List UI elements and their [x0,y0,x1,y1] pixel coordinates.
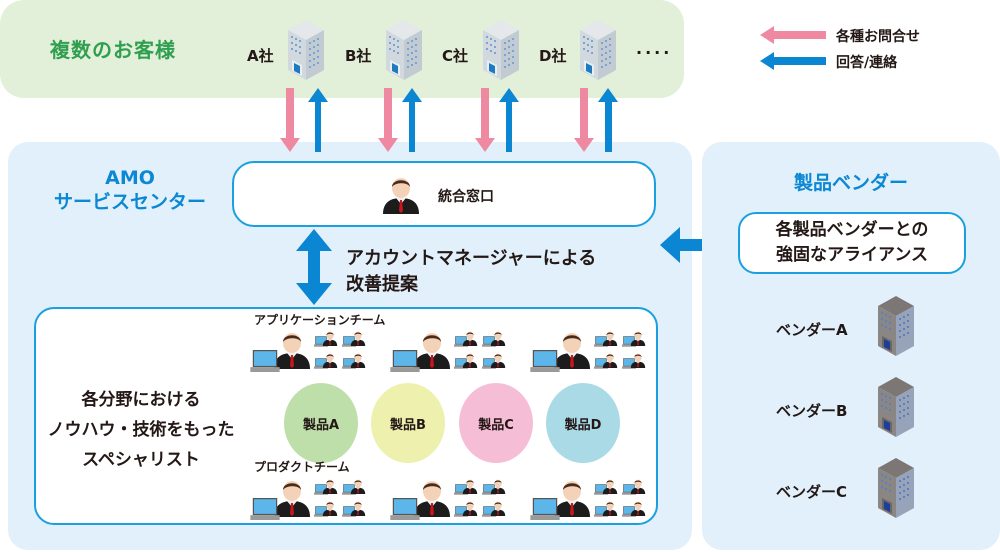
vendors-panel [702,142,1000,550]
vendor-building-icon [876,293,916,359]
company-label-d: D社 [539,47,567,65]
inquiry-arrow-icon [760,26,826,44]
alliance-line1: 各製品ベンダーとの [775,220,929,240]
product-label: 製品B [390,417,426,433]
response-arrow-icon [402,88,422,152]
team-member-group-icon [250,479,366,520]
customer-communication-arrows [280,88,618,152]
alliance-line2: 強固なアライアンス [776,245,928,265]
product-team-label: プロダクトチーム [254,460,350,474]
service-center-title: AMO サービスセンター [30,166,230,214]
unified-window-box [232,161,656,227]
unified-window-label: 統合窓口 [438,189,494,205]
service-center-title-line1: AMO [105,167,155,189]
team-member-group-icon [530,331,646,372]
response-arrow-icon [308,88,328,152]
legend-inquiry-label: 各種お問合せ [836,29,920,45]
vendor-label-a: ベンダーA [776,321,848,339]
customer-building-icon [481,17,521,83]
response-arrow-icon [499,88,519,152]
company-label-c: C社 [442,47,469,65]
alliance-box: 各製品ベンダーとの 強固なアライアンス [738,212,966,274]
vendor-building-icon [876,455,916,521]
customer-building-icon [578,17,618,83]
product-circle-a: 製品A [284,383,358,463]
company-label-b: B社 [345,47,372,65]
vendor-label-c: ベンダーC [776,483,848,501]
legend-arrows [760,26,826,70]
customer-building-icon [384,17,424,83]
response-arrow-icon [598,88,618,152]
specialist-line1: 各分野における [81,390,201,410]
legend-response-label: 回答/連絡 [836,55,898,71]
application-team-label: アプリケーションチーム [254,313,386,327]
team-member-group-icon [390,479,506,520]
specialist-line2: ノウハウ・技術をもった [47,420,235,440]
operator-headset-icon [381,172,421,216]
customers-title: 複数のお客様 [50,38,176,62]
team-member-group-icon [390,331,506,372]
service-center-title-line2: サービスセンター [53,191,206,213]
customers-panel [0,0,684,98]
inquiry-arrow-icon [378,88,398,152]
product-circle-b: 製品B [371,383,445,463]
customer-building-icon [286,17,326,83]
vendor-label-b: ベンダーB [776,402,848,420]
specialist-line3: スペシャリスト [82,450,200,470]
product-label: 製品A [302,417,340,433]
vendors-title: 製品ベンダー [793,172,908,194]
product-label: 製品C [478,417,514,433]
more-companies-ellipsis: ···· [636,43,673,62]
inquiry-arrow-icon [574,88,594,152]
account-manager-text: アカウントマネージャーによる 改善提案 [346,246,596,298]
product-circle-d: 製品D [546,383,620,463]
inquiry-arrow-icon [475,88,495,152]
vendor-building-icon [876,374,916,440]
product-circle-c: 製品C [459,383,533,463]
account-manager-line2: 改善提案 [346,274,418,295]
bidirectional-vertical-arrow-icon [296,229,332,305]
inquiry-arrow-icon [280,88,300,152]
team-member-group-icon [250,331,366,372]
account-manager-line1: アカウントマネージャーによる [346,248,597,269]
team-member-group-icon [530,479,646,520]
response-arrow-icon [760,52,826,70]
product-label: 製品D [564,417,602,433]
company-label-a: A社 [247,47,274,65]
specialist-text: 各分野における ノウハウ・技術をもった スペシャリスト [38,385,244,475]
